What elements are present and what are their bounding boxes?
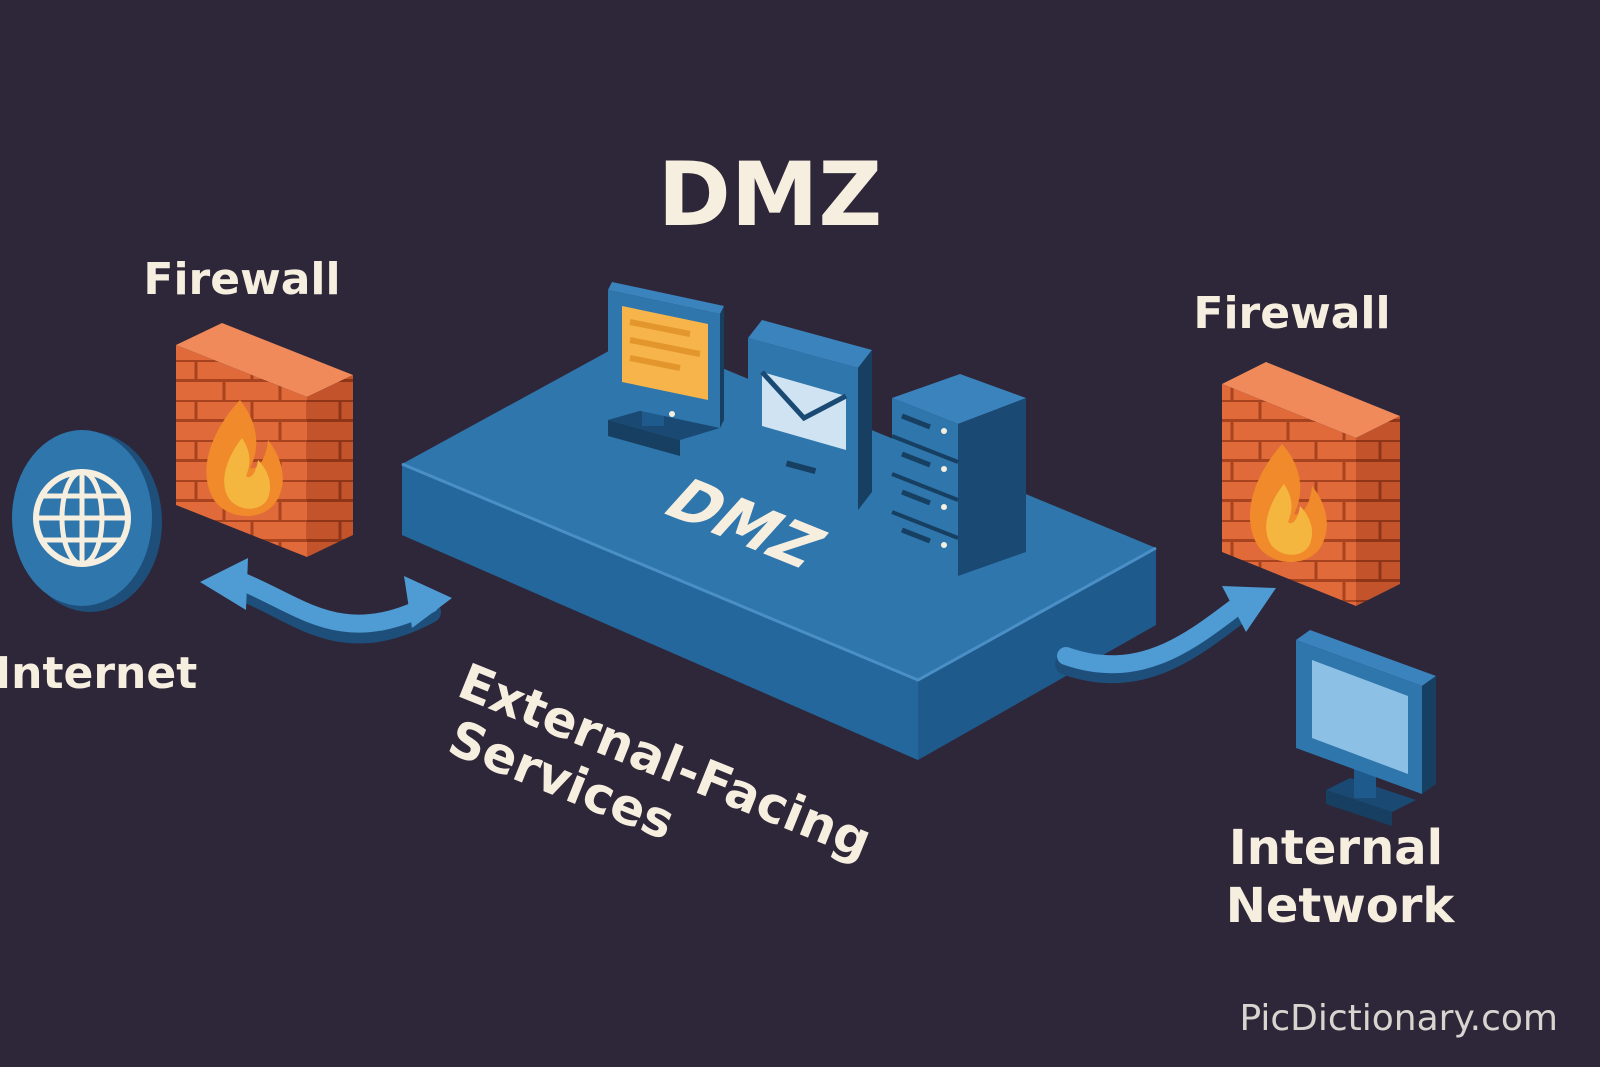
rack-server-icon [891, 374, 1026, 576]
mail-server-icon [748, 320, 872, 510]
dmz-internal-arrow-icon [1055, 586, 1276, 684]
web-server-icon [608, 282, 724, 456]
internal-network-label-line2: Network [1226, 878, 1456, 934]
firewall-right-label: Firewall [1193, 288, 1390, 339]
internet-label: Internet [0, 648, 197, 699]
internet-globe-icon [12, 430, 162, 612]
internal-network-monitor-icon [1296, 630, 1436, 826]
flame-icon [206, 400, 283, 517]
watermark: PicDictionary.com [1239, 998, 1558, 1039]
flame-icon [1249, 444, 1327, 563]
firewall-right-icon [1222, 362, 1400, 606]
dmz-platform [401, 334, 1157, 760]
diagram-title: DMZ [658, 143, 882, 246]
internal-network-label-line1: Internal [1229, 820, 1443, 876]
internet-dmz-arrow-icon [200, 558, 452, 644]
firewall-left-icon [176, 323, 353, 557]
firewall-left-label: Firewall [143, 254, 340, 305]
